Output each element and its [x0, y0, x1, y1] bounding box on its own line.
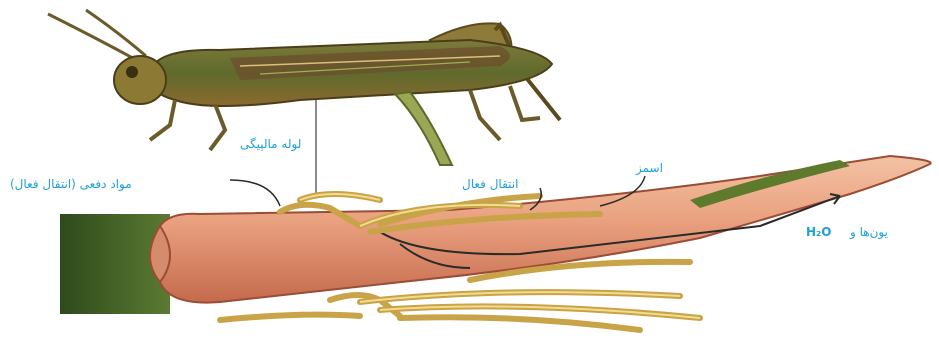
label-active-transport: انتقال فعال [462, 177, 518, 191]
grasshopper-illustration [48, 10, 560, 165]
front-leg [150, 100, 175, 140]
rear-leg [470, 90, 500, 140]
grasshopper-eye [126, 66, 138, 78]
tubule [220, 315, 360, 320]
label-ions-water: یون‌ها و [849, 225, 888, 240]
tubule [400, 317, 640, 330]
hind-leg-lower [395, 92, 452, 165]
label-secretion: مواد دفعی (انتقال فعال) [10, 177, 132, 192]
leader-secretion [230, 180, 280, 206]
label-osmosis: اسمز [635, 161, 663, 176]
label-malpighian-tubule: لوله مالپیگی [240, 137, 301, 152]
middle-leg [210, 104, 225, 150]
label-water-formula: H₂O [806, 225, 832, 239]
grasshopper-head [114, 56, 166, 104]
